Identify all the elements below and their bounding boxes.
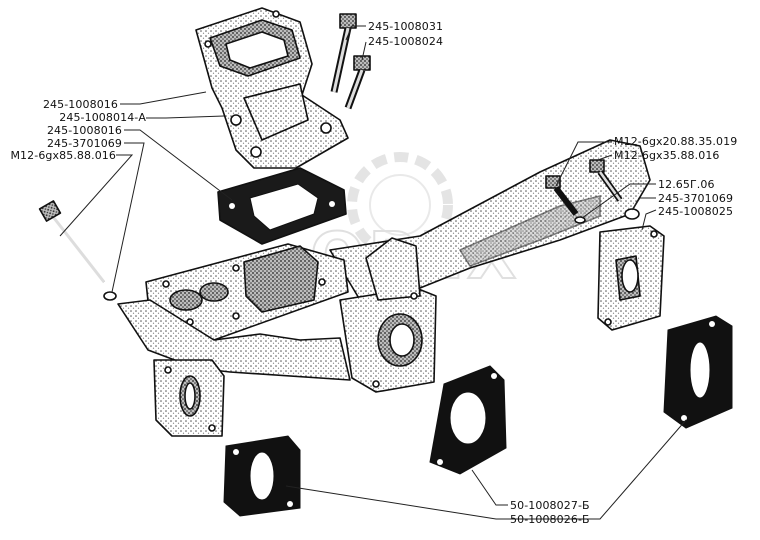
- bolt-upper-long: [330, 13, 357, 93]
- label-gasket-square: 245-1008016: [47, 124, 122, 137]
- exhaust-manifold-body: [117, 139, 665, 437]
- label-bolt-upper-b: 245-1008024: [368, 35, 443, 48]
- label-washer-right-b: 245-3701069: [658, 192, 733, 205]
- oval-gasket-lower: [223, 435, 301, 517]
- bolt-upper-short: [344, 55, 371, 110]
- label-bolt-right-a: М12-6gх20.88.35.019: [614, 135, 737, 148]
- label-bolt-upper-a: 245-1008031: [368, 20, 443, 33]
- leader-lines: [59, 25, 687, 520]
- label-washer-right-a: 12.65Г.06: [658, 178, 715, 191]
- label-bolt-left: М12-6gх85.88.016: [10, 149, 116, 162]
- label-manifold: 245-1008025: [658, 205, 733, 218]
- washer-right-small: [574, 216, 586, 224]
- exhaust-elbow-pipe: [195, 7, 349, 169]
- washer-right: [624, 208, 640, 220]
- bolt-right-long: [589, 159, 623, 202]
- part-labels: 245-1008031 245-1008024 245-1008016 245-…: [10, 20, 737, 526]
- oval-gasket-right: [663, 315, 733, 429]
- square-gasket: [217, 167, 347, 245]
- label-flange-upper: 245-1008016: [43, 98, 118, 111]
- port-gasket-middle: [429, 365, 507, 475]
- label-elbow: 245-1008014-А: [59, 111, 146, 124]
- label-gasket-port: 50-1008027-Б: [510, 499, 590, 512]
- bolt-long-left: [38, 200, 106, 283]
- label-washer-left: 245-3701069: [47, 137, 122, 150]
- washer-left: [103, 291, 117, 301]
- label-gasket-oval: 50-1008026-Б: [510, 513, 590, 526]
- label-bolt-right-b: М12-6gх35.88.016: [614, 149, 720, 162]
